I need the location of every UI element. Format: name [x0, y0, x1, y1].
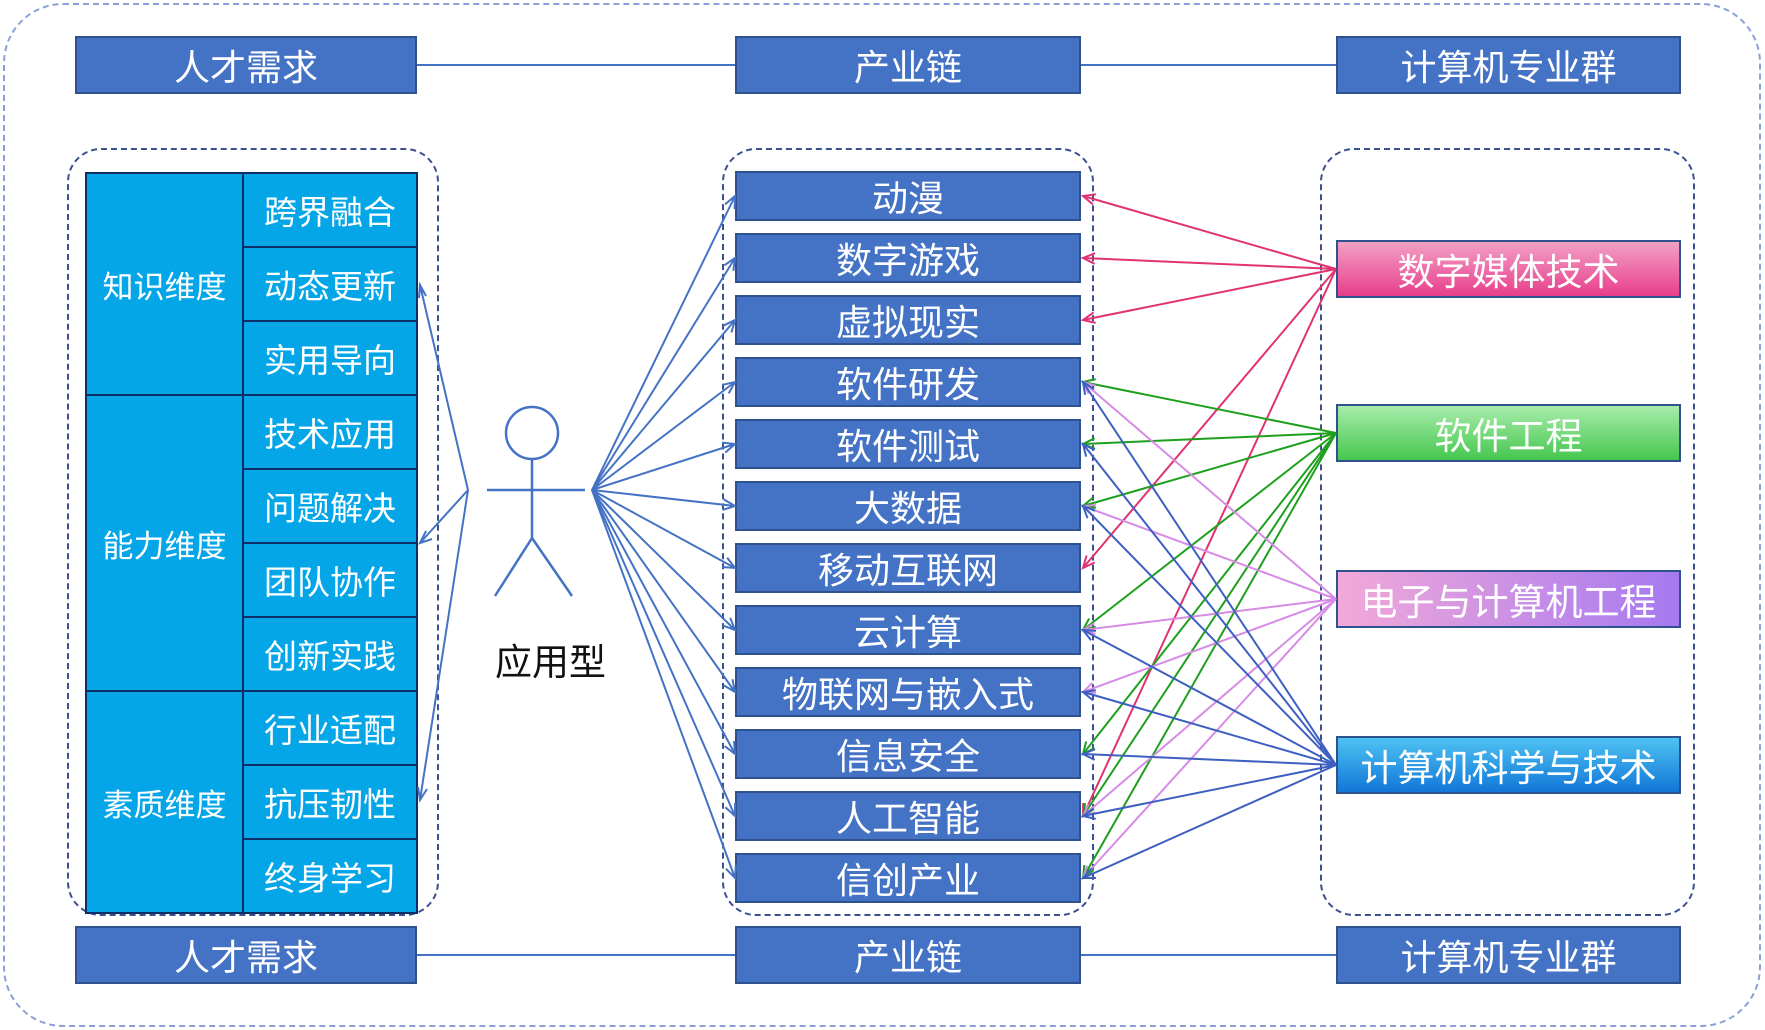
major-software-engineering: 软件工程 — [1336, 404, 1681, 462]
major-digital-media: 数字媒体技术 — [1336, 240, 1681, 298]
industry-iot-embedded: 物联网与嵌入式 — [735, 667, 1081, 717]
sub-item-lifelong-learning: 终身学习 — [264, 859, 396, 898]
industry-big-data: 大数据 — [735, 481, 1081, 531]
header-major-group-bottom: 计算机专业群 — [1336, 926, 1681, 984]
industry-software-dev: 软件研发 — [735, 357, 1081, 407]
person-label: 应用型 — [495, 641, 606, 684]
header-major-group-top: 计算机专业群 — [1336, 36, 1681, 94]
dimension-ability: 能力维度 — [87, 396, 244, 692]
industry-digital-games: 数字游戏 — [735, 233, 1081, 283]
header-industry-chain-bottom: 产业链 — [735, 926, 1081, 984]
major-electronic-computer-eng: 电子与计算机工程 — [1336, 570, 1681, 628]
header-talent-demand-bottom: 人才需求 — [75, 926, 417, 984]
sub-item-industry-fit: 行业适配 — [244, 692, 416, 766]
sub-item-practical-orientation: 实用导向 — [244, 322, 416, 396]
industry-info-security: 信息安全 — [735, 729, 1081, 779]
sub-item-cross-integration: 跨界融合 — [244, 174, 416, 248]
sub-item-stress-resilience: 抗压韧性 — [244, 766, 416, 840]
dimension-quality: 素质维度 — [87, 692, 244, 912]
sub-item-tech-application: 技术应用 — [244, 396, 416, 470]
dimension-knowledge: 知识维度 — [87, 174, 244, 396]
header-talent-demand-top: 人才需求 — [75, 36, 417, 94]
industry-xinchuang: 信创产业 — [735, 853, 1081, 903]
sub-item-problem-solving: 问题解决 — [244, 470, 416, 544]
industry-cloud-computing: 云计算 — [735, 605, 1081, 655]
industry-mobile-internet: 移动互联网 — [735, 543, 1081, 593]
major-computer-science: 计算机科学与技术 — [1336, 736, 1681, 794]
dimension-table: 知识维度 能力维度 素质维度 跨界融合 动态更新 实用导向 技术应用 问题解决 … — [85, 172, 418, 914]
industry-animation: 动漫 — [735, 171, 1081, 221]
outer-frame — [3, 3, 1761, 1027]
sub-item-innovation-practice: 创新实践 — [244, 618, 416, 692]
industry-software-testing: 软件测试 — [735, 419, 1081, 469]
industry-ai: 人工智能 — [735, 791, 1081, 841]
sub-item-teamwork: 团队协作 — [244, 544, 416, 618]
sub-item-dynamic-update: 动态更新 — [244, 248, 416, 322]
header-industry-chain-top: 产业链 — [735, 36, 1081, 94]
industry-virtual-reality: 虚拟现实 — [735, 295, 1081, 345]
